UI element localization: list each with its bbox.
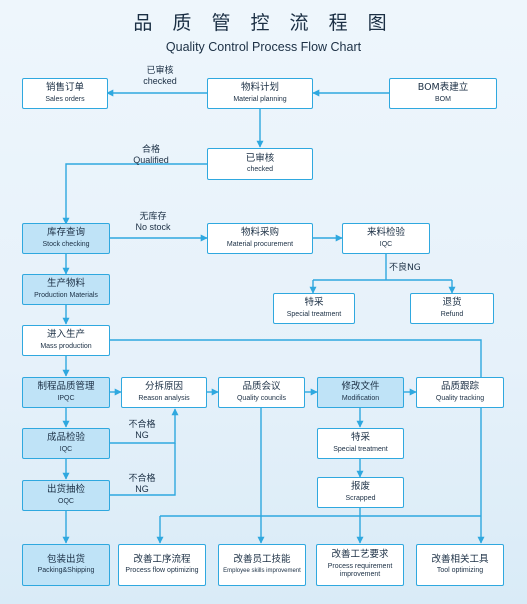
label-checked-cn: 已审核 bbox=[146, 66, 174, 76]
node-packing-cn: 包装出货 bbox=[46, 553, 85, 565]
node-sales-orders: 销售订单 Sales orders bbox=[22, 78, 108, 109]
label-qualified: 合格 Qualified bbox=[120, 145, 182, 166]
node-refund: 退货 Refund bbox=[410, 293, 494, 324]
node-iqc-incoming: 来料检验 IQC bbox=[342, 223, 430, 254]
node-scrapped-cn: 报废 bbox=[350, 481, 370, 493]
node-quality-councils-cn: 品质会议 bbox=[242, 381, 281, 393]
node-process-requirement-en: Process requirement improvement bbox=[327, 563, 393, 579]
node-sales-orders-en: Sales orders bbox=[45, 95, 85, 103]
node-refund-en: Refund bbox=[440, 310, 464, 318]
node-tool-optimizing-en: Tool optimizing bbox=[436, 567, 484, 575]
node-process-flow-cn: 改善工序流程 bbox=[133, 553, 191, 565]
node-quality-tracking: 品质跟踪 Quality tracking bbox=[416, 377, 504, 408]
node-iqc-finished-cn: 成品检验 bbox=[46, 432, 85, 444]
node-special-treatment-1: 特采 Special treatment bbox=[273, 293, 355, 324]
node-special-treatment-2-en: Special treatment bbox=[333, 445, 388, 453]
label-no-stock: 无库存 No stock bbox=[122, 212, 184, 233]
edge-checked-to-stock bbox=[62, 163, 207, 225]
node-process-flow-en: Process flow optimizing bbox=[125, 567, 199, 575]
node-ipqc: 制程品质管理 IPQC bbox=[22, 377, 110, 408]
label-ng-finished-cn: 不合格 bbox=[128, 420, 156, 430]
label-ng-finished-en: NG bbox=[135, 430, 149, 441]
node-quality-tracking-en: Quality tracking bbox=[435, 394, 485, 402]
node-packing: 包装出货 Packing&Shipping bbox=[22, 544, 110, 586]
node-quality-tracking-cn: 品质跟踪 bbox=[440, 381, 479, 393]
node-stock-checking: 库存查询 Stock checking bbox=[22, 223, 110, 254]
node-special-treatment-2-cn: 特采 bbox=[350, 432, 370, 444]
node-employee-skills: 改善员工技能 Employee skills improvement bbox=[218, 544, 306, 586]
node-production-materials: 生产物料 Production Materials bbox=[22, 274, 110, 305]
node-material-planning-cn: 物料计划 bbox=[240, 82, 279, 94]
node-bom-cn: BOM表建立 bbox=[417, 82, 469, 94]
node-quality-councils: 品质会议 Quality councils bbox=[218, 377, 305, 408]
node-packing-en: Packing&Shipping bbox=[37, 567, 95, 575]
node-material-planning: 物料计划 Material planning bbox=[207, 78, 313, 109]
node-scrapped: 报废 Scrapped bbox=[317, 477, 404, 508]
node-reason-analysis-en: Reason analysis bbox=[138, 394, 190, 402]
node-iqc-incoming-en: IQC bbox=[379, 240, 393, 248]
node-quality-councils-en: Quality councils bbox=[236, 394, 287, 402]
node-production-materials-cn: 生产物料 bbox=[46, 278, 85, 290]
node-ipqc-cn: 制程品质管理 bbox=[37, 381, 95, 393]
node-modification-en: Modification bbox=[341, 394, 380, 402]
node-modification: 修改文件 Modification bbox=[317, 377, 404, 408]
label-no-stock-en: No stock bbox=[135, 222, 171, 233]
label-qualified-en: Qualified bbox=[133, 155, 169, 166]
node-bom-en: BOM bbox=[435, 95, 451, 103]
node-iqc-incoming-cn: 来料检验 bbox=[366, 227, 405, 239]
label-ng-finished: 不合格 NG bbox=[120, 420, 164, 441]
node-material-procurement-cn: 物料采购 bbox=[240, 227, 279, 239]
node-reason-analysis: 分拆原因 Reason analysis bbox=[121, 377, 207, 408]
node-checked-cn: 已审核 bbox=[245, 152, 275, 164]
node-refund-cn: 退货 bbox=[442, 297, 462, 309]
label-qualified-cn: 合格 bbox=[141, 145, 160, 155]
node-employee-skills-cn: 改善员工技能 bbox=[233, 554, 291, 566]
label-ng-iqc: 不良NG bbox=[389, 263, 439, 273]
node-stock-checking-cn: 库存查询 bbox=[46, 227, 85, 239]
node-modification-cn: 修改文件 bbox=[341, 381, 380, 393]
node-mass-production: 进入生产 Mass production bbox=[22, 325, 110, 356]
label-ng-oqc-cn: 不合格 bbox=[128, 474, 156, 484]
node-material-procurement: 物料采购 Material procurement bbox=[207, 223, 313, 254]
label-ng-oqc-en: NG bbox=[135, 484, 149, 495]
node-oqc-cn: 出货抽检 bbox=[46, 484, 85, 496]
edge-oqc-ng-to-reason bbox=[110, 443, 176, 496]
label-checked-en: checked bbox=[143, 76, 177, 87]
node-mass-production-cn: 进入生产 bbox=[46, 329, 85, 341]
node-material-planning-en: Material planning bbox=[233, 95, 287, 103]
node-checked: 已审核 checked bbox=[207, 148, 313, 180]
edge-iqc-split bbox=[313, 254, 452, 281]
node-oqc: 出货抽检 OQC bbox=[22, 480, 110, 511]
node-special-treatment-1-cn: 特采 bbox=[304, 297, 324, 309]
chart-subtitle: Quality Control Process Flow Chart bbox=[165, 40, 362, 54]
node-iqc-finished: 成品检验 IQC bbox=[22, 428, 110, 459]
node-mass-production-en: Mass production bbox=[40, 342, 92, 350]
node-stock-checking-en: Stock checking bbox=[42, 240, 90, 248]
label-ng-iqc-cn: 不良NG bbox=[389, 263, 421, 273]
node-special-treatment-1-en: Special treatment bbox=[286, 310, 342, 318]
node-employee-skills-en: Employee skills improvement bbox=[223, 568, 301, 575]
chart-title: 品 质 管 控 流 程 图 bbox=[133, 12, 394, 34]
node-special-treatment-2: 特采 Special treatment bbox=[317, 428, 404, 459]
label-ng-oqc: 不合格 NG bbox=[120, 474, 164, 495]
node-tool-optimizing: 改善相关工具 Tool optimizing bbox=[416, 544, 504, 586]
label-no-stock-cn: 无库存 bbox=[139, 212, 167, 222]
label-checked: 已审核 checked bbox=[125, 66, 195, 87]
edge-mass-to-tools bbox=[110, 339, 485, 544]
node-ipqc-en: IPQC bbox=[57, 394, 75, 402]
node-bom: BOM表建立 BOM bbox=[389, 78, 497, 109]
node-reason-analysis-cn: 分拆原因 bbox=[144, 381, 183, 393]
node-tool-optimizing-cn: 改善相关工具 bbox=[431, 553, 489, 565]
node-material-procurement-en: Material procurement bbox=[226, 240, 294, 248]
node-iqc-finished-en: IQC bbox=[59, 445, 73, 453]
node-checked-en: checked bbox=[246, 166, 274, 174]
node-process-requirement-cn: 改善工艺要求 bbox=[331, 549, 389, 561]
node-oqc-en: OQC bbox=[58, 497, 74, 505]
node-sales-orders-cn: 销售订单 bbox=[45, 82, 84, 94]
node-process-flow: 改善工序流程 Process flow optimizing bbox=[118, 544, 206, 586]
node-process-requirement: 改善工艺要求 Process requirement improvement bbox=[316, 544, 404, 586]
node-production-materials-en: Production Materials bbox=[34, 291, 98, 299]
node-scrapped-en: Scrapped bbox=[345, 494, 376, 502]
